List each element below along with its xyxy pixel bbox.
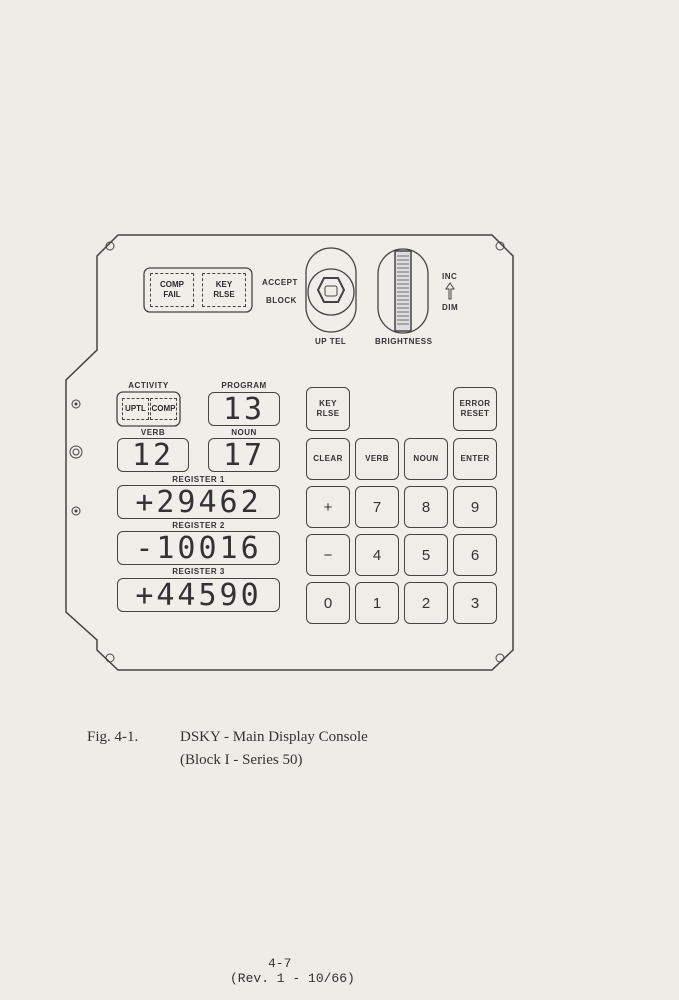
program-label: PROGRAM <box>221 381 267 390</box>
verb-label: VERB <box>140 428 166 437</box>
verb-display: 12 <box>117 438 189 473</box>
noun-key[interactable]: NOUN <box>404 438 448 480</box>
figure-subtitle: (Block I - Series 50) <box>180 752 303 768</box>
digit-0-key[interactable]: 0 <box>306 582 350 624</box>
verb-key[interactable]: VERB <box>355 438 399 480</box>
digit-5-key[interactable]: 5 <box>404 534 448 576</box>
noun-display: 17 <box>208 438 280 473</box>
register-1-label: REGISTER 1 <box>172 475 225 484</box>
digit-3-key[interactable]: 3 <box>453 582 497 624</box>
figure-title: DSKY - Main Display Console <box>180 729 368 745</box>
register-2-display: -10016 <box>117 531 280 566</box>
digit-9-key[interactable]: 9 <box>453 486 497 528</box>
revision-note: (Rev. 1 - 10/66) <box>230 971 355 986</box>
error-reset-button[interactable]: ERROR RESET <box>453 387 497 431</box>
dim-label: DIM <box>442 303 459 312</box>
digit-2-key[interactable]: 2 <box>404 582 448 624</box>
digit-4-key[interactable]: 4 <box>355 534 399 576</box>
brightness-label: BRIGHTNESS <box>375 337 433 346</box>
activity-label: ACTIVITY <box>128 381 169 390</box>
digit-8-key[interactable]: 8 <box>404 486 448 528</box>
clear-key[interactable]: CLEAR <box>306 438 350 480</box>
uptl-lamp: UPTL <box>122 398 149 420</box>
key-rlse-lamp: KEY RLSE <box>202 273 246 307</box>
comp-activity-lamp: COMP <box>150 398 177 420</box>
uptel-switch-label: UP TEL <box>315 337 347 346</box>
figure-number: Fig. 4-1. <box>87 729 139 745</box>
digit-1-key[interactable]: 1 <box>355 582 399 624</box>
block-label: BLOCK <box>266 296 297 305</box>
register-2-label: REGISTER 2 <box>172 521 225 530</box>
digit-7-key[interactable]: 7 <box>355 486 399 528</box>
inc-label: INC <box>442 272 458 281</box>
register-3-label: REGISTER 3 <box>172 567 225 576</box>
comp-fail-lamp: COMP FAIL <box>150 273 194 307</box>
enter-key[interactable]: ENTER <box>453 438 497 480</box>
noun-label: NOUN <box>231 428 257 437</box>
program-display: 13 <box>208 392 280 427</box>
page-number: 4-7 <box>268 956 292 971</box>
key-rlse-button[interactable]: KEY RLSE <box>306 387 350 431</box>
plus-key[interactable]: + <box>306 486 350 528</box>
minus-key[interactable]: − <box>306 534 350 576</box>
register-1-display: +29462 <box>117 485 280 520</box>
accept-label: ACCEPT <box>262 278 298 287</box>
digit-6-key[interactable]: 6 <box>453 534 497 576</box>
register-3-display: +44590 <box>117 578 280 613</box>
